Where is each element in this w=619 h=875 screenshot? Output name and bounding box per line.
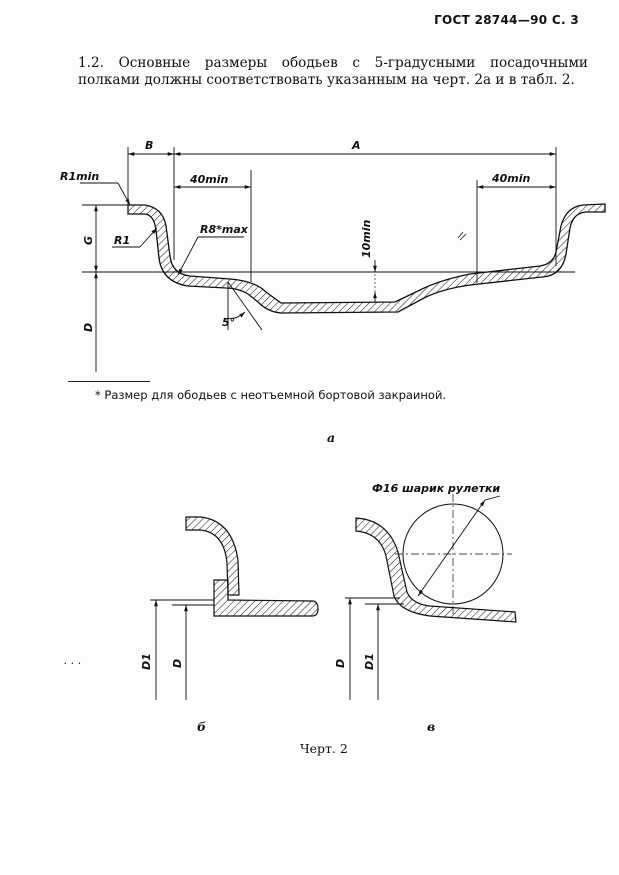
flange-drawing-b	[150, 516, 319, 700]
dim-label-d-v: D	[334, 659, 347, 668]
dim-label-ball: Ф16 шарик рулетки	[372, 482, 500, 495]
dim-label-d1-v: D1	[363, 653, 376, 670]
flange-section-b	[185, 516, 240, 596]
seat-section-b	[213, 579, 319, 617]
dim-label-g: G	[82, 236, 95, 245]
rim-section	[127, 203, 606, 314]
caption-v: в	[427, 719, 436, 734]
dim-label-d-b: D	[171, 659, 184, 668]
dim-label-a: A	[351, 139, 361, 152]
dim-label-r1min: R1min	[60, 170, 99, 183]
caption-b: б	[197, 719, 207, 734]
dim-label-10min: 10min	[360, 219, 373, 258]
figure-caption: Черт. 2	[300, 741, 348, 756]
section-paragraph: 1.2. Основные размеры ободьев с 5-градус…	[78, 55, 588, 88]
rim-profile-drawing-a	[80, 147, 606, 372]
dim-label-40min-right: 40min	[491, 172, 531, 185]
dim-label-r8max: R8*max	[200, 223, 249, 236]
scan-dots: . . .	[64, 654, 81, 667]
dim-label-5deg: 5°	[222, 316, 235, 329]
dim-label-40min-left: 40min	[189, 173, 229, 186]
footnote: * Размер для ободьев с неотъемной бортов…	[95, 388, 447, 402]
dim-label-r1: R1	[114, 234, 130, 247]
footnote-rule	[68, 381, 150, 382]
page-header: ГОСТ 28744—90 С. 3	[434, 13, 579, 27]
caption-a: а	[327, 430, 336, 445]
dim-label-b: B	[145, 139, 153, 152]
dim-label-d: D	[82, 323, 95, 332]
flange-drawing-v	[345, 494, 517, 700]
dim-label-d1-b: D1	[140, 653, 153, 670]
rim-section-v	[355, 517, 517, 623]
